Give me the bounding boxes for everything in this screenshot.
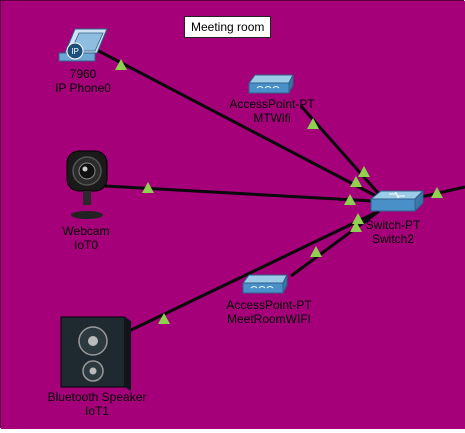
access-point-icon[interactable] — [248, 74, 294, 94]
device-label-webcam: Webcam IoT0 — [62, 224, 109, 252]
link-status-indicator — [350, 221, 362, 232]
device-model: 7960 — [69, 67, 97, 81]
speaker-icon[interactable] — [60, 316, 131, 391]
device-name: IoT1 — [84, 404, 109, 418]
link-status-indicator — [307, 118, 319, 129]
device-label-ip-phone: 7960 IP Phone0 — [55, 67, 111, 95]
device-label-speaker: Bluetooth Speaker IoT1 — [48, 390, 147, 418]
link-switch-uplink[interactable] — [420, 185, 465, 199]
link-status-indicator — [431, 187, 443, 198]
device-model: Switch-PT — [365, 218, 421, 232]
device-name: IoT0 — [73, 238, 99, 252]
device-name: MeetRoomWIFI — [226, 312, 312, 326]
device-model: AccessPoint-PT — [226, 298, 312, 312]
link-status-indicator — [310, 246, 322, 257]
link-status-indicator — [158, 313, 170, 324]
ip-phone-icon[interactable]: IP — [58, 28, 108, 62]
device-label-ap1: AccessPoint-PT MTWifi — [229, 97, 314, 125]
switch-icon[interactable] — [369, 189, 425, 213]
device-name: MTWifi — [253, 111, 291, 125]
link-status-indicator — [115, 59, 127, 70]
link-speaker-switch[interactable] — [128, 211, 376, 333]
device-name: IP Phone0 — [55, 81, 111, 95]
device-label-ap2: AccessPoint-PT MeetRoomWIFI — [226, 298, 311, 326]
link-status-indicator — [350, 176, 362, 187]
device-model: Webcam — [62, 224, 110, 238]
ip-badge-text: IP — [71, 47, 79, 56]
device-label-switch: Switch-PT Switch2 — [366, 218, 421, 246]
device-name: Switch2 — [371, 232, 415, 246]
webcam-icon[interactable] — [66, 150, 108, 219]
link-status-indicator — [352, 213, 364, 224]
link-status-indicator — [358, 166, 370, 177]
link-status-indicator — [344, 194, 356, 205]
link-phone-switch[interactable] — [92, 46, 377, 198]
link-status-indicators — [115, 59, 443, 324]
access-point-icon[interactable] — [242, 274, 288, 294]
device-model: Bluetooth Speaker — [47, 390, 147, 404]
link-ap2-switch[interactable] — [290, 209, 380, 278]
room-title[interactable]: Meeting room — [184, 16, 272, 38]
link-status-indicator — [142, 182, 154, 193]
device-model: AccessPoint-PT — [229, 97, 315, 111]
